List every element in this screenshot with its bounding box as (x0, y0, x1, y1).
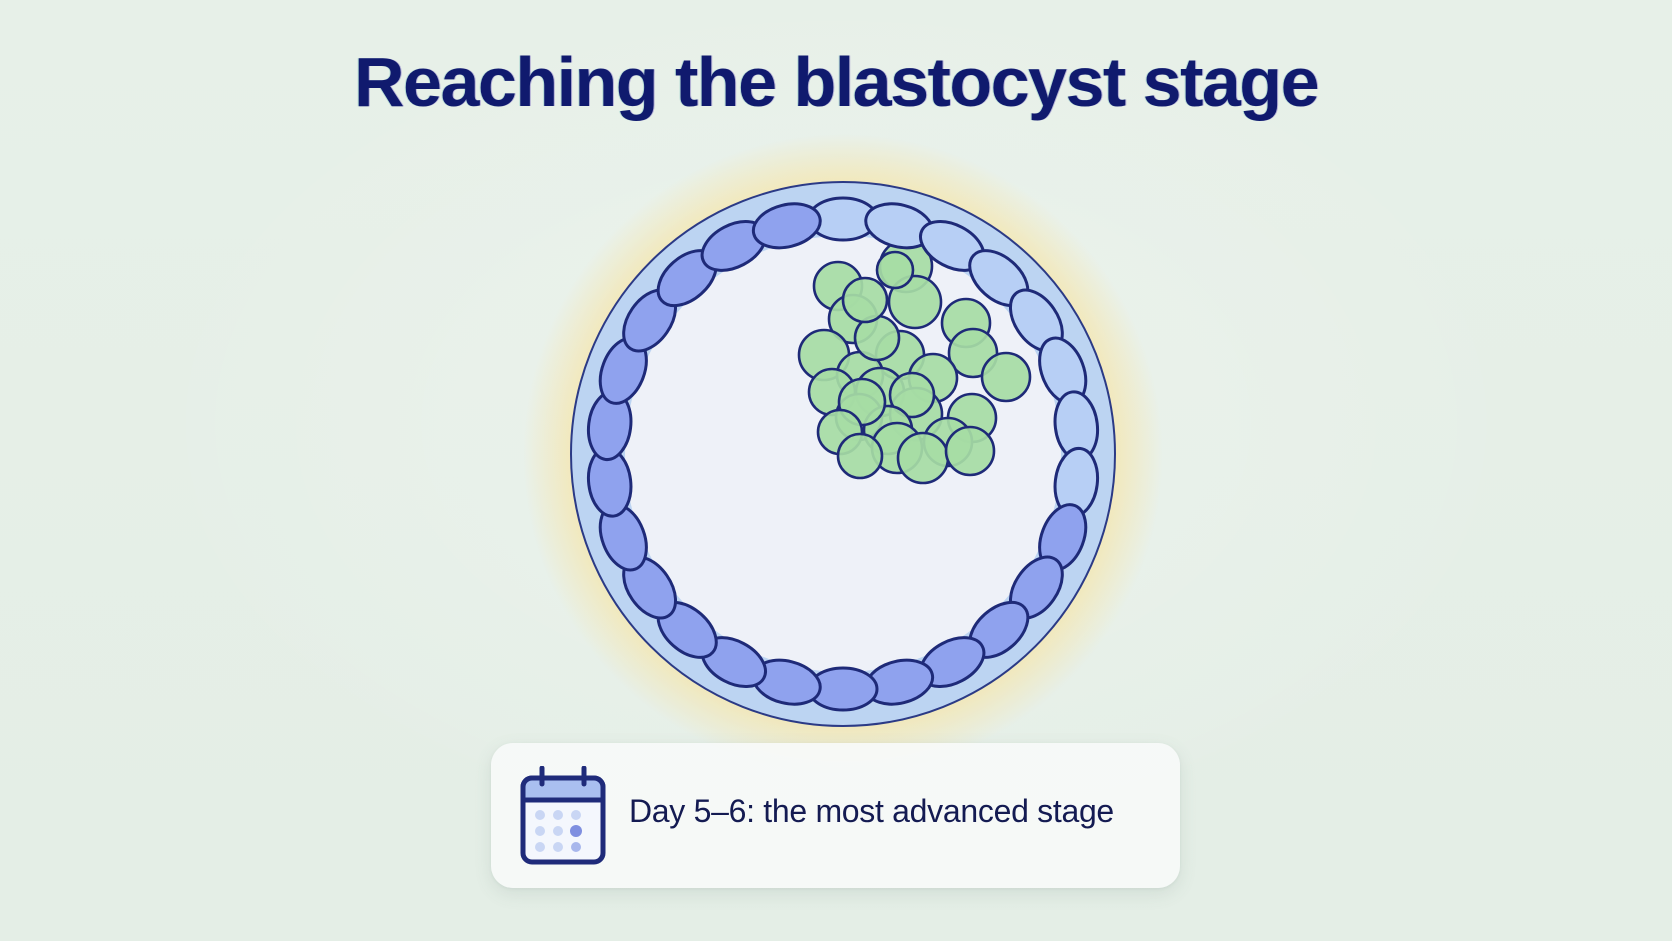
inner-cell-mass-cell (875, 250, 915, 290)
calendar-icon (520, 766, 606, 865)
inner-cell-mass-cell (841, 276, 889, 324)
inner-cell-mass-cell (887, 274, 943, 330)
inner-cell-mass (797, 238, 1032, 485)
page-title: Reaching the blastocyst stage (353, 43, 1320, 121)
inner-cell-mass-cell (836, 432, 884, 480)
inner-cell-mass-cell (896, 431, 950, 485)
caption-text: Day 5–6: the most advanced stage (629, 793, 1114, 829)
trophectoderm-ring (586, 196, 1100, 712)
trophectoderm-cell (751, 202, 822, 250)
inner-cell-mass-cell (980, 351, 1032, 403)
inner-cell-mass-cell (944, 425, 996, 477)
caption-card: Day 5–6: the most advanced stage (491, 743, 1180, 888)
inner-cell-mass-cell (888, 371, 936, 419)
